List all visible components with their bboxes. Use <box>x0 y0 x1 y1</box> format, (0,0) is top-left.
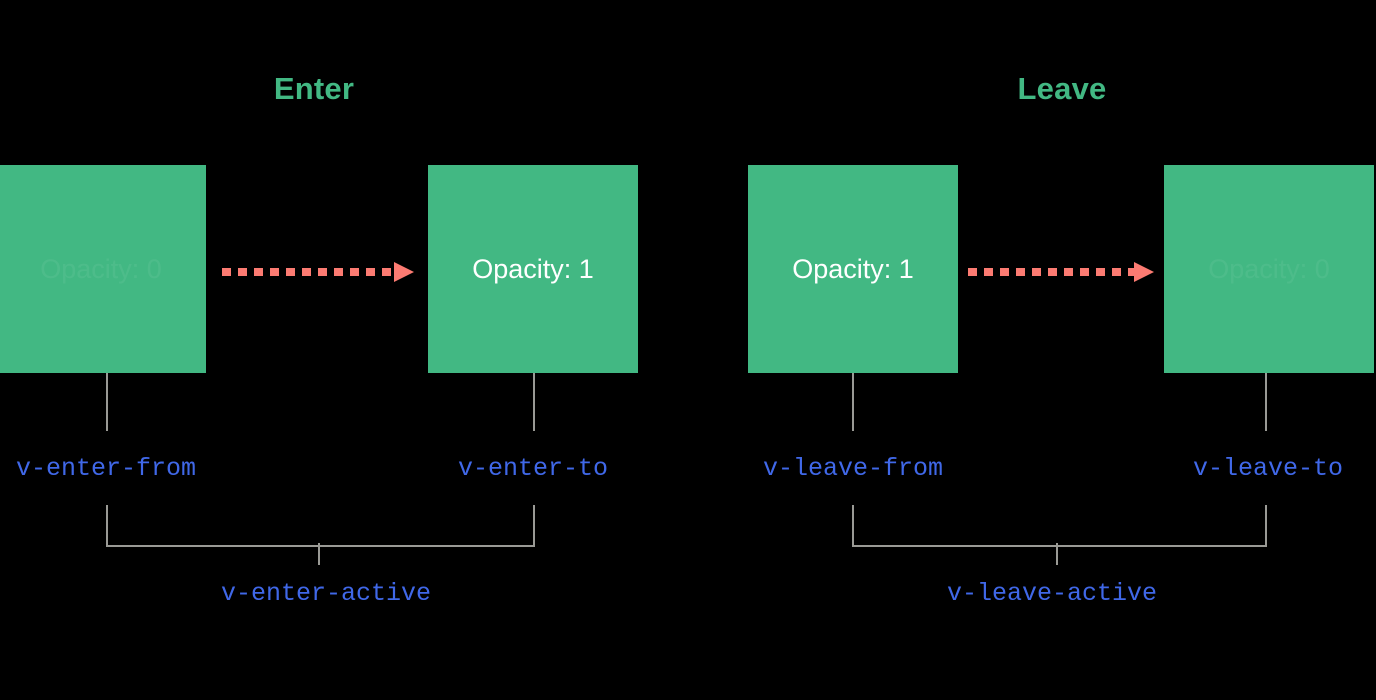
arrow-head-icon <box>1134 262 1154 282</box>
state-box-leave-from: Opacity: 1 <box>748 165 958 373</box>
class-label-v-enter-from: v-enter-from <box>15 454 197 483</box>
active-bracket-stem-leave <box>1056 543 1058 565</box>
leader-tick-enter-from <box>106 373 108 431</box>
transition-arrow-enter <box>222 262 414 282</box>
arrow-dashed-line-icon <box>968 268 1136 276</box>
class-label-v-leave-from: v-leave-from <box>762 454 944 483</box>
state-box-leave-from-label: Opacity: 1 <box>792 253 914 284</box>
active-bracket-enter <box>106 505 535 547</box>
active-bracket-stem-enter <box>318 543 320 565</box>
arrow-dashed-line-icon <box>222 268 396 276</box>
leader-tick-leave-to <box>1265 373 1267 431</box>
class-label-v-enter-to: v-enter-to <box>457 454 609 483</box>
class-label-v-enter-active: v-enter-active <box>220 579 432 608</box>
phase-title-leave: Leave <box>1017 71 1107 106</box>
state-box-enter-from-label: Opacity: 0 <box>40 253 162 284</box>
state-box-leave-to-label: Opacity: 0 <box>1208 253 1330 284</box>
active-bracket-leave <box>852 505 1267 547</box>
class-label-v-leave-active: v-leave-active <box>946 579 1158 608</box>
leader-tick-enter-to <box>533 373 535 431</box>
state-box-enter-to: Opacity: 1 <box>428 165 638 373</box>
transition-arrow-leave <box>968 262 1154 282</box>
state-box-enter-from: Opacity: 0 <box>0 165 206 373</box>
phase-title-enter: Enter <box>273 71 355 106</box>
state-box-leave-to: Opacity: 0 <box>1164 165 1374 373</box>
state-box-enter-to-label: Opacity: 1 <box>472 253 594 284</box>
arrow-head-icon <box>394 262 414 282</box>
class-label-v-leave-to: v-leave-to <box>1192 454 1344 483</box>
leader-tick-leave-from <box>852 373 854 431</box>
